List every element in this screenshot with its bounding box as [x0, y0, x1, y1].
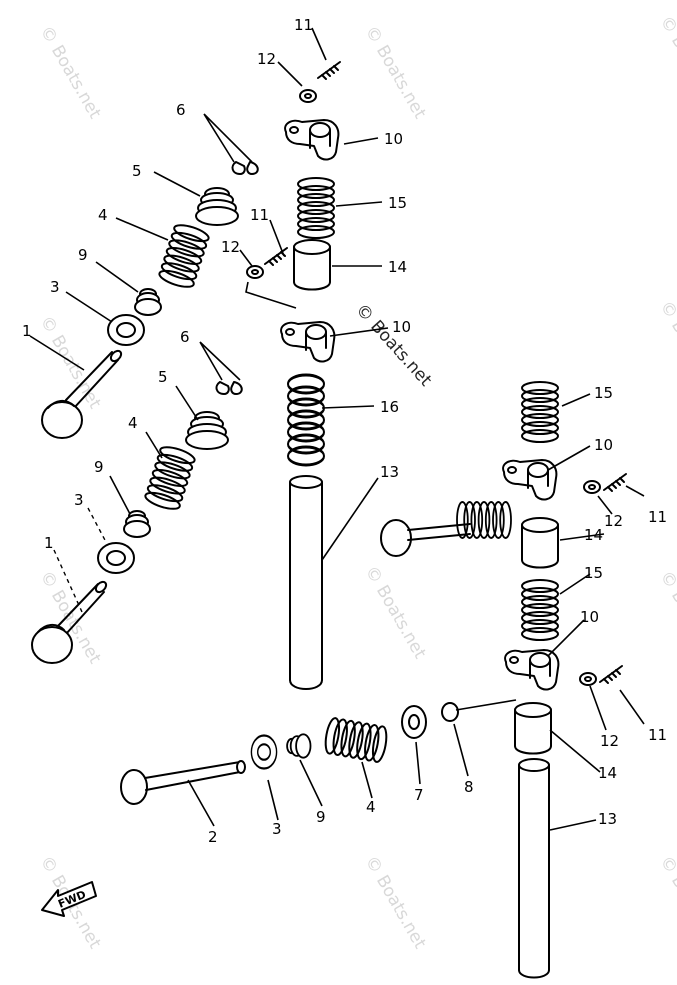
assembly-leader: [245, 281, 297, 309]
watermark-text: © Boats.net: [36, 23, 105, 123]
callout-5: 5: [132, 162, 142, 180]
rocker-adjust-screw-right-lower: [599, 665, 623, 684]
watermark-text: © Boats.net: [361, 23, 430, 123]
callout-12: 12: [221, 238, 240, 256]
callout-4: 4: [98, 206, 108, 224]
watermark-text: © Boats.net: [656, 13, 677, 113]
callout-11: 11: [648, 508, 667, 526]
callout-14: 14: [598, 764, 617, 782]
callout-1: 1: [22, 322, 32, 340]
callout-numbers: 11 12 10 15 14 6 5 4 9 3 1 11 12 10 6 5 …: [22, 16, 667, 846]
callout-13: 13: [598, 810, 617, 828]
rocker-sleeve-right-lower: [514, 702, 552, 755]
callout-6: 6: [180, 328, 190, 346]
rocker-spring-right-lower: [521, 579, 559, 641]
callout-3: 3: [74, 491, 84, 509]
spring-seat-washer-bottom: [250, 734, 278, 770]
push-rod-right: [518, 758, 550, 979]
watermark-text: © Boats.net: [361, 563, 430, 663]
callout-7: 7: [414, 786, 424, 804]
rocker-adjust-screw-right-upper: [603, 473, 627, 492]
assembly-leader-bottom: [455, 699, 517, 711]
callout-9: 9: [78, 246, 88, 264]
rocker-sleeve-top: [293, 239, 331, 291]
valve-lower: [31, 580, 108, 664]
rocker-arm-mid: [280, 321, 336, 363]
callout-15: 15: [388, 194, 407, 212]
watermark-text-dark: © Boats.net: [351, 300, 435, 391]
callout-9: 9: [316, 808, 326, 826]
rocker-arm-right-upper: [502, 459, 558, 501]
callout-1: 1: [44, 534, 54, 552]
rocker-lock-nut-top: [299, 89, 317, 103]
rocker-spring-mid: [286, 373, 326, 467]
valve-collets-upper: [231, 161, 259, 175]
valve-collets-lower: [215, 381, 243, 395]
callout-11: 11: [294, 16, 313, 34]
callout-6: 6: [176, 101, 186, 119]
valve-spring-lower: [142, 442, 198, 514]
callout-10: 10: [384, 130, 403, 148]
valve-stem-seal-lower: [123, 510, 151, 538]
watermark-text: © Boats.net: [656, 568, 677, 668]
valve-upper: [41, 349, 123, 439]
callout-3: 3: [272, 820, 282, 838]
valve-stem-seal-upper: [134, 288, 162, 316]
callout-5: 5: [158, 368, 168, 386]
rocker-lock-nut-right-lower: [579, 672, 597, 686]
callout-14: 14: [584, 526, 603, 544]
valve-cap-bottom: [441, 702, 459, 722]
watermark-text: © Boats.net: [361, 853, 430, 953]
callout-10: 10: [580, 608, 599, 626]
callout-3: 3: [50, 278, 60, 296]
callout-8: 8: [464, 778, 474, 796]
callout-11: 11: [250, 206, 269, 224]
callout-10: 10: [594, 436, 613, 454]
callout-15: 15: [584, 564, 603, 582]
watermark-text: © Boats.net: [36, 313, 105, 413]
callout-9: 9: [94, 458, 104, 476]
valve-spring-bottom: [322, 716, 390, 764]
spring-retainer-upper: [195, 187, 239, 226]
valve-spring-horizontal-middle: [456, 501, 512, 539]
callout-16: 16: [380, 398, 399, 416]
callout-12: 12: [257, 50, 276, 68]
spring-retainer-bottom: [401, 705, 427, 739]
callout-15: 15: [594, 384, 613, 402]
valve-stem-seal-bottom: [286, 733, 312, 759]
callout-13: 13: [380, 463, 399, 481]
spring-seat-washer-upper: [107, 314, 145, 346]
watermark-text: © Boats.net: [656, 298, 677, 398]
spring-retainer-lower: [185, 411, 229, 450]
callout-12: 12: [604, 512, 623, 530]
callout-4: 4: [366, 798, 376, 816]
callout-2: 2: [208, 828, 218, 846]
callout-12: 12: [600, 732, 619, 750]
rocker-spring-right-upper: [521, 381, 559, 443]
callout-11: 11: [648, 726, 667, 744]
rocker-lock-nut-right-upper: [583, 480, 601, 494]
callout-4: 4: [128, 414, 138, 432]
push-rod-center: [289, 475, 323, 690]
rocker-arm-top: [284, 119, 340, 161]
rocker-adjust-screw-mid: [264, 247, 288, 266]
rocker-spring-top: [297, 177, 335, 239]
callout-14: 14: [388, 258, 407, 276]
leader-lines: [29, 27, 645, 831]
rocker-sleeve-right-upper: [521, 517, 559, 569]
rocker-arm-right-lower: [504, 649, 560, 691]
callout-10: 10: [392, 318, 411, 336]
watermark-text: © Boats.net: [656, 853, 677, 953]
valve-spring-upper: [156, 220, 212, 292]
valve-horizontal-bottom: [120, 760, 246, 805]
rocker-lock-nut-mid: [246, 265, 264, 279]
rocker-adjust-screw-top: [317, 61, 341, 80]
spring-seat-washer-lower: [97, 542, 135, 574]
watermark-layer: © Boats.net © Boats.net © Boats.net © Bo…: [36, 13, 677, 953]
